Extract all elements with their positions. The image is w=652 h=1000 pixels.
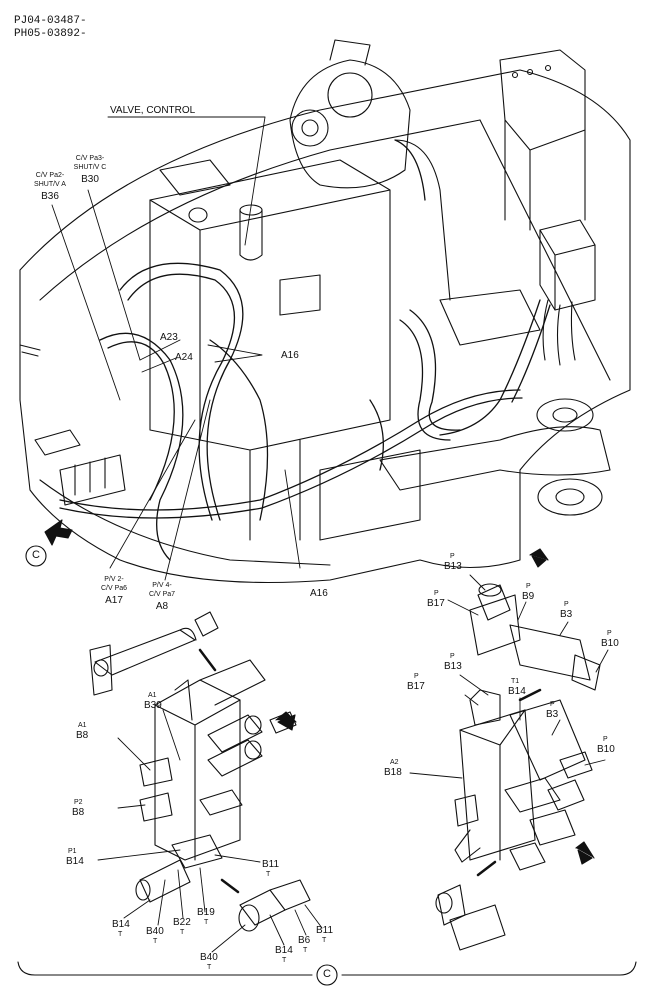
label-b13: B13 xyxy=(444,561,462,572)
upper-frame xyxy=(19,49,631,584)
label-b10: B10 xyxy=(601,638,619,649)
label-a16-upper: A16 xyxy=(281,350,299,361)
arrow-right-top xyxy=(529,548,549,568)
label-b6-t: T xyxy=(303,947,308,954)
label-b22: B22 xyxy=(173,917,191,928)
label-b18: B18 xyxy=(384,767,402,778)
label-b40-bottom-t: T xyxy=(207,964,212,971)
leader-lines-top xyxy=(51,116,301,581)
label-a8-desc-2: C/V Pa7 xyxy=(148,591,176,598)
label-p-b3: P xyxy=(564,601,569,608)
left-side-fittings xyxy=(19,344,126,506)
label-b14-bottom: B14 xyxy=(275,945,293,956)
label-b17: B17 xyxy=(427,598,445,609)
arrow-left-detail xyxy=(275,711,297,731)
control-valve-body xyxy=(149,159,421,541)
label-b30-desc-2: SHUT/V C xyxy=(73,164,107,171)
label-b9: B9 xyxy=(522,591,535,602)
label-b8-upper: B8 xyxy=(76,730,89,741)
label-p-b10-2: P xyxy=(603,736,608,743)
footer-circle-c-letter: C xyxy=(323,968,331,980)
label-p2: P2 xyxy=(74,799,83,806)
right-detail-view xyxy=(435,583,601,951)
label-b11-bottom-t: T xyxy=(322,937,327,944)
label-a23: A23 xyxy=(160,332,178,343)
label-a8: A8 xyxy=(155,601,169,612)
label-b22-t: T xyxy=(180,929,185,936)
label-a8-desc-1: P/V 4- xyxy=(152,582,172,589)
label-a17-desc-1: P/V 2- xyxy=(104,576,124,583)
arrow-right-detail xyxy=(575,841,595,865)
left-detail-leaders xyxy=(97,709,323,953)
circle-c-top-ring xyxy=(25,545,47,567)
label-b11-bottom: B11 xyxy=(316,925,334,936)
label-b39: B39 xyxy=(144,700,162,711)
label-b10-2: B10 xyxy=(597,744,615,755)
label-p-b13: P xyxy=(450,553,455,560)
label-p-b17-2: P xyxy=(414,673,419,680)
label-b6: B6 xyxy=(298,935,311,946)
label-b14: B14 xyxy=(66,856,84,867)
label-p-b9: P xyxy=(526,583,531,590)
left-detail-view xyxy=(89,611,311,932)
label-a17: A17 xyxy=(105,595,123,606)
label-b11-t: T xyxy=(266,871,271,878)
right-detail-leaders xyxy=(409,574,609,779)
label-b40: B40 xyxy=(146,926,164,937)
label-b3: B3 xyxy=(560,609,573,620)
label-b17-2: B17 xyxy=(407,681,425,692)
label-t1: T1 xyxy=(511,678,520,685)
label-b30: B30 xyxy=(81,174,99,185)
pump-motor xyxy=(289,39,451,301)
hydraulic-hoses xyxy=(59,139,551,561)
header-line-1: PJ04-03487- xyxy=(14,15,87,27)
label-p-b3-2: P xyxy=(550,701,555,708)
label-b40-bottom: B40 xyxy=(200,952,218,963)
label-b40-t: T xyxy=(153,938,158,945)
label-p-b13-2: P xyxy=(450,653,455,660)
circle-c-top-letter: C xyxy=(32,549,40,561)
label-b14-bottom-t: T xyxy=(282,957,287,964)
label-p-b17: P xyxy=(434,590,439,597)
connector-block xyxy=(539,219,596,366)
label-a1-b8: A1 xyxy=(78,722,87,729)
label-b30-desc-1: C/V Pa3- xyxy=(75,155,105,162)
label-a1-b39: A1 xyxy=(148,692,157,699)
label-a17-desc-2: C/V Pa6 xyxy=(100,585,128,592)
label-b19-t: T xyxy=(204,919,209,926)
label-b3-2: B3 xyxy=(546,709,559,720)
label-b11: B11 xyxy=(262,859,280,870)
label-a24: A24 xyxy=(175,352,193,363)
label-b36: B36 xyxy=(41,191,59,202)
label-p-b10: P xyxy=(607,630,612,637)
label-b14-lower-t: T xyxy=(118,931,123,938)
label-a16-lower: A16 xyxy=(310,588,328,599)
footer-bracket xyxy=(17,961,637,986)
label-valve-control: VALVE, CONTROL xyxy=(110,105,196,116)
label-p1: P1 xyxy=(68,848,77,855)
label-a2: A2 xyxy=(390,759,399,766)
label-b14-right: B14 xyxy=(508,686,526,697)
label-b14-lower: B14 xyxy=(112,919,130,930)
label-b19: B19 xyxy=(197,907,215,918)
header-line-2: PH05-03892- xyxy=(14,28,87,40)
label-b36-desc-2: SHUT/V A xyxy=(34,181,66,188)
view-c-arrow-top xyxy=(44,519,73,546)
label-b13-2: B13 xyxy=(444,661,462,672)
label-b8-lower: B8 xyxy=(72,807,85,818)
label-b36-desc-1: C/V Pa2- xyxy=(35,172,65,179)
